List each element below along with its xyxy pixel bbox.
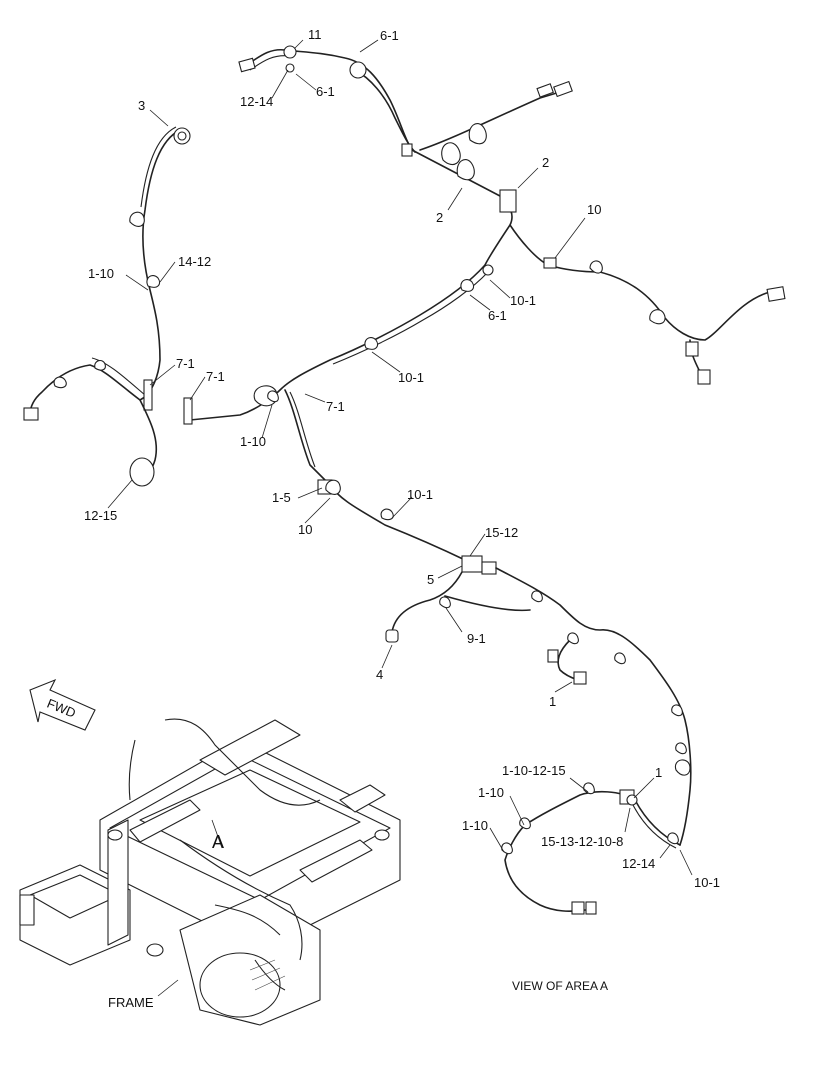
callout-9-1: 9-1 — [467, 631, 486, 646]
view-caption: VIEW OF AREA A — [512, 979, 608, 993]
callout-10-1-upper: 10-1 — [510, 293, 536, 308]
callout-7-1-right: 7-1 — [206, 369, 225, 384]
callout-6-1-lower: 6-1 — [488, 308, 507, 323]
leader-lines — [107, 39, 693, 876]
callout-11: 11 — [308, 27, 322, 42]
callout-12-14-area-a: 12-14 — [622, 856, 655, 871]
callout-1-area-a: 1 — [655, 765, 662, 780]
callout-7-1-left: 7-1 — [176, 356, 195, 371]
callout-4: 4 — [376, 667, 383, 682]
callout-15-13-12-10-8: 15-13-12-10-8 — [541, 834, 623, 849]
callout-1-lower: 1 — [549, 694, 556, 709]
fwd-arrow: FWD — [29, 678, 96, 731]
callout-7-1-lower: 7-1 — [326, 399, 345, 414]
callout-1-10-area-a-upper: 1-10 — [478, 785, 504, 800]
callout-12-15: 12-15 — [84, 508, 117, 523]
callout-6-1-mid: 6-1 — [316, 84, 335, 99]
frame-leader — [157, 979, 179, 997]
callout-1-10-area-a-lower: 1-10 — [462, 818, 488, 833]
callout-2-right: 2 — [542, 155, 549, 170]
machine-frame — [19, 718, 401, 1026]
callout-10-lower: 10 — [298, 522, 312, 537]
callout-10-1-area-a: 10-1 — [694, 875, 720, 890]
callout-10-1-lower: 10-1 — [407, 487, 433, 502]
callout-5: 5 — [427, 572, 434, 587]
callout-1-10-mid: 1-10 — [240, 434, 266, 449]
callout-3: 3 — [138, 98, 145, 113]
callout-15-12: 15-12 — [485, 525, 518, 540]
callout-2-left: 2 — [436, 210, 443, 225]
callout-labels: 11 6-1 12-14 6-1 3 2 2 10 1-10 14-12 10-… — [84, 27, 720, 890]
callout-1-5: 1-5 — [272, 490, 291, 505]
callout-14-12: 14-12 — [178, 254, 211, 269]
callout-10-upper: 10 — [587, 202, 601, 217]
area-a-marker: A — [212, 832, 224, 852]
frame-label: FRAME — [108, 995, 154, 1010]
main-harness — [23, 45, 786, 846]
callout-12-14-top: 12-14 — [240, 94, 273, 109]
callout-6-1-top: 6-1 — [380, 28, 399, 43]
callout-1-10-12-15: 1-10-12-15 — [502, 763, 566, 778]
callout-10-1-mid: 10-1 — [398, 370, 424, 385]
callout-1-10-upper: 1-10 — [88, 266, 114, 281]
